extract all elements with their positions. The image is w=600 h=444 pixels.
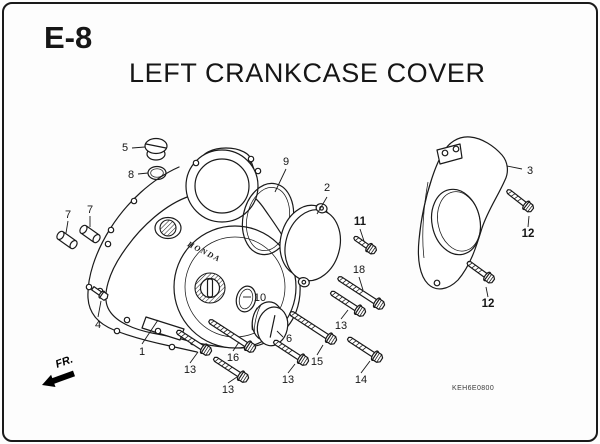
part-callout-18: 18 bbox=[353, 264, 365, 276]
part-callout-16: 16 bbox=[227, 352, 239, 364]
leader-line bbox=[141, 319, 159, 345]
leader-line bbox=[232, 341, 240, 352]
flange-bolt-11-illustration bbox=[350, 232, 379, 257]
filler-cap-o-ring-illustration bbox=[147, 165, 167, 181]
flange-bolt-12-illustration bbox=[503, 185, 536, 215]
part-callout-7: 7 bbox=[65, 209, 71, 221]
leader-line bbox=[287, 363, 296, 374]
leader-line bbox=[65, 220, 69, 234]
section-code: E-8 bbox=[44, 20, 93, 55]
leader-line bbox=[485, 286, 489, 298]
part-callout-3: 3 bbox=[527, 165, 533, 177]
leader-line bbox=[359, 228, 365, 242]
part-callout-12: 12 bbox=[522, 228, 535, 240]
leader-line bbox=[189, 351, 199, 364]
leader-line bbox=[131, 146, 146, 149]
dowel-pin-illustration bbox=[79, 224, 101, 244]
part-callout-12: 12 bbox=[482, 298, 495, 310]
part-callout-15: 15 bbox=[311, 356, 323, 368]
leader-line bbox=[340, 309, 349, 320]
part-callout-8: 8 bbox=[128, 169, 134, 181]
leader-line bbox=[527, 215, 530, 228]
part-callout-7: 7 bbox=[87, 204, 93, 216]
leader-line bbox=[137, 172, 149, 175]
leader-line bbox=[506, 165, 523, 170]
sprocket-cover-illustration bbox=[417, 136, 508, 290]
leader-line bbox=[360, 360, 371, 374]
part-callout-13: 13 bbox=[335, 320, 347, 332]
oil-filler-hole bbox=[159, 219, 177, 237]
front-arrow-icon bbox=[42, 370, 75, 387]
leader-line bbox=[276, 330, 284, 338]
inspection-cap-illustration bbox=[251, 301, 289, 347]
front-marker-label: FR. bbox=[54, 353, 75, 370]
page-title: LEFT CRANKCASE COVER bbox=[129, 58, 486, 88]
part-callout-11: 11 bbox=[354, 216, 367, 228]
part-callout-10: 10 bbox=[254, 292, 266, 304]
leader-line bbox=[274, 168, 287, 193]
part-callout-1: 1 bbox=[139, 346, 145, 358]
end-cover-illustration bbox=[279, 203, 342, 288]
oil-filler-cap-illustration bbox=[144, 137, 168, 161]
part-callout-14: 14 bbox=[355, 374, 367, 386]
figure-code: KEH6E0800 bbox=[452, 385, 494, 392]
dowel-pin-illustration bbox=[56, 230, 78, 250]
flange-bolt-14-illustration bbox=[344, 333, 385, 366]
front-direction-marker: FR. bbox=[42, 353, 75, 387]
part-callout-13: 13 bbox=[222, 384, 234, 396]
part-callout-4: 4 bbox=[95, 319, 101, 331]
leader-line bbox=[97, 300, 102, 318]
leader-line bbox=[227, 376, 238, 384]
leader-line bbox=[316, 344, 324, 356]
leader-line bbox=[316, 196, 328, 215]
stud-bolt-illustration bbox=[91, 286, 109, 301]
part-callout-9: 9 bbox=[283, 156, 289, 168]
part-callout-13: 13 bbox=[184, 364, 196, 376]
part-callout-2: 2 bbox=[324, 182, 330, 194]
flange-bolt-12-illustration bbox=[464, 257, 497, 286]
flange-bolt-15-illustration bbox=[286, 307, 339, 348]
part-callout-13: 13 bbox=[282, 374, 294, 386]
part-callout-6: 6 bbox=[286, 333, 292, 345]
cap-o-ring-illustration bbox=[235, 285, 257, 313]
part-callout-5: 5 bbox=[122, 142, 128, 154]
leader-line bbox=[358, 276, 364, 291]
